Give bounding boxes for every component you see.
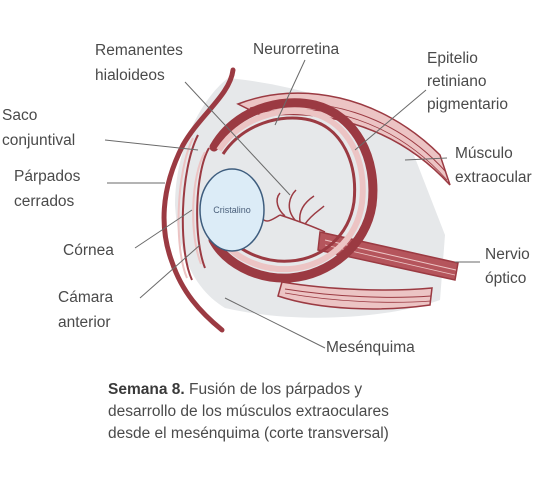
label-epitelio-1: Epitelio	[427, 50, 478, 67]
closed-eyelids	[161, 67, 236, 333]
lens	[199, 168, 265, 252]
pigment-epithelium	[208, 98, 378, 283]
figure-caption: Semana 8. Fusión de los párpados y desar…	[108, 379, 548, 445]
label-nervio-2: óptico	[485, 270, 526, 287]
eye-diagram: Cristalino Remanentes hialoideos Neurorr…	[2, 41, 532, 356]
label-musculo-1: Músculo	[455, 145, 513, 162]
caption-bold: Semana 8.	[108, 381, 185, 398]
hyaloid-remnants	[261, 189, 326, 233]
label-parpados-1: Párpados	[14, 168, 81, 185]
label-saco-2: conjuntival	[2, 132, 75, 149]
lens-label: Cristalino	[213, 205, 251, 215]
label-parpados-2: cerrados	[14, 193, 75, 210]
label-musculo-2: extraocular	[455, 169, 532, 186]
cornea	[196, 147, 210, 269]
label-cornea: Córnea	[63, 242, 114, 259]
label-remanentes-1: Remanentes	[95, 42, 183, 59]
label-saco-1: Saco	[2, 107, 37, 124]
label-neurorretina: Neurorretina	[253, 41, 340, 58]
caption-line-1: Fusión de los párpados y	[184, 381, 363, 398]
label-remanentes-2: hialoideos	[95, 67, 165, 84]
caption-line-2: desarrollo de los músculos extraoculares	[108, 403, 389, 420]
label-camara-1: Cámara	[58, 289, 114, 306]
label-epitelio-3: pigmentario	[427, 96, 508, 113]
label-epitelio-2: retiniano	[427, 73, 486, 90]
neural-retina	[221, 116, 357, 263]
label-camara-2: anterior	[58, 314, 111, 331]
label-mesenquima: Mesénquima	[326, 339, 415, 356]
label-nervio-1: Nervio	[485, 246, 530, 263]
leader-lines	[104, 59, 480, 349]
caption-line-3: desde el mesénquima (corte transversal)	[108, 425, 389, 442]
